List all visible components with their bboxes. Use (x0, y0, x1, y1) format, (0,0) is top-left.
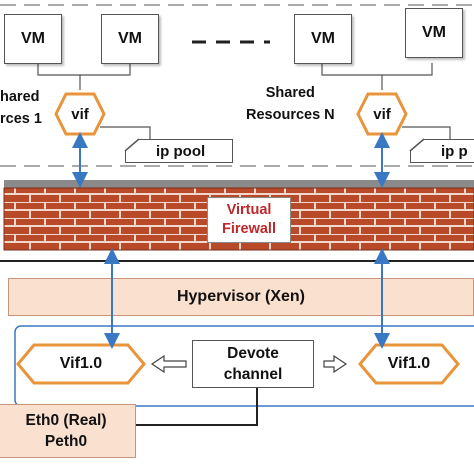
vif-label-left: vif (71, 105, 89, 123)
ip-pool-left: ip pool (125, 139, 233, 163)
shared-resources-n-label: Shared Resources N (246, 85, 335, 123)
hypervisor-box: Hypervisor (Xen) (8, 278, 474, 316)
vif-hexagon-right (356, 92, 408, 136)
ip-pool-right: ip p (410, 139, 474, 163)
vm-box-2: VM (101, 14, 159, 64)
vif1-label-left: Vif1.0 (59, 355, 103, 372)
arrow-left (150, 354, 187, 374)
vif-hexagon-left (54, 92, 106, 136)
vm-box-1: VM (4, 14, 62, 64)
arrow-right (323, 354, 348, 374)
shared-resources-1-label: hared rces 1 (0, 89, 42, 127)
vif1-hexagon-right (358, 343, 460, 385)
vif-label-right: vif (373, 105, 391, 123)
vif1-hexagon-left (16, 343, 146, 385)
eth0-box: Eth0 (Real) Peth0 (0, 404, 136, 458)
devote-channel-box: Devote channel (192, 340, 314, 388)
virtual-firewall-label: Virtual Firewall (207, 197, 291, 243)
vm-box-4: VM (405, 8, 463, 58)
vif1-label-right: Vif1.0 (387, 355, 431, 372)
vm-box-3: VM (294, 14, 352, 64)
